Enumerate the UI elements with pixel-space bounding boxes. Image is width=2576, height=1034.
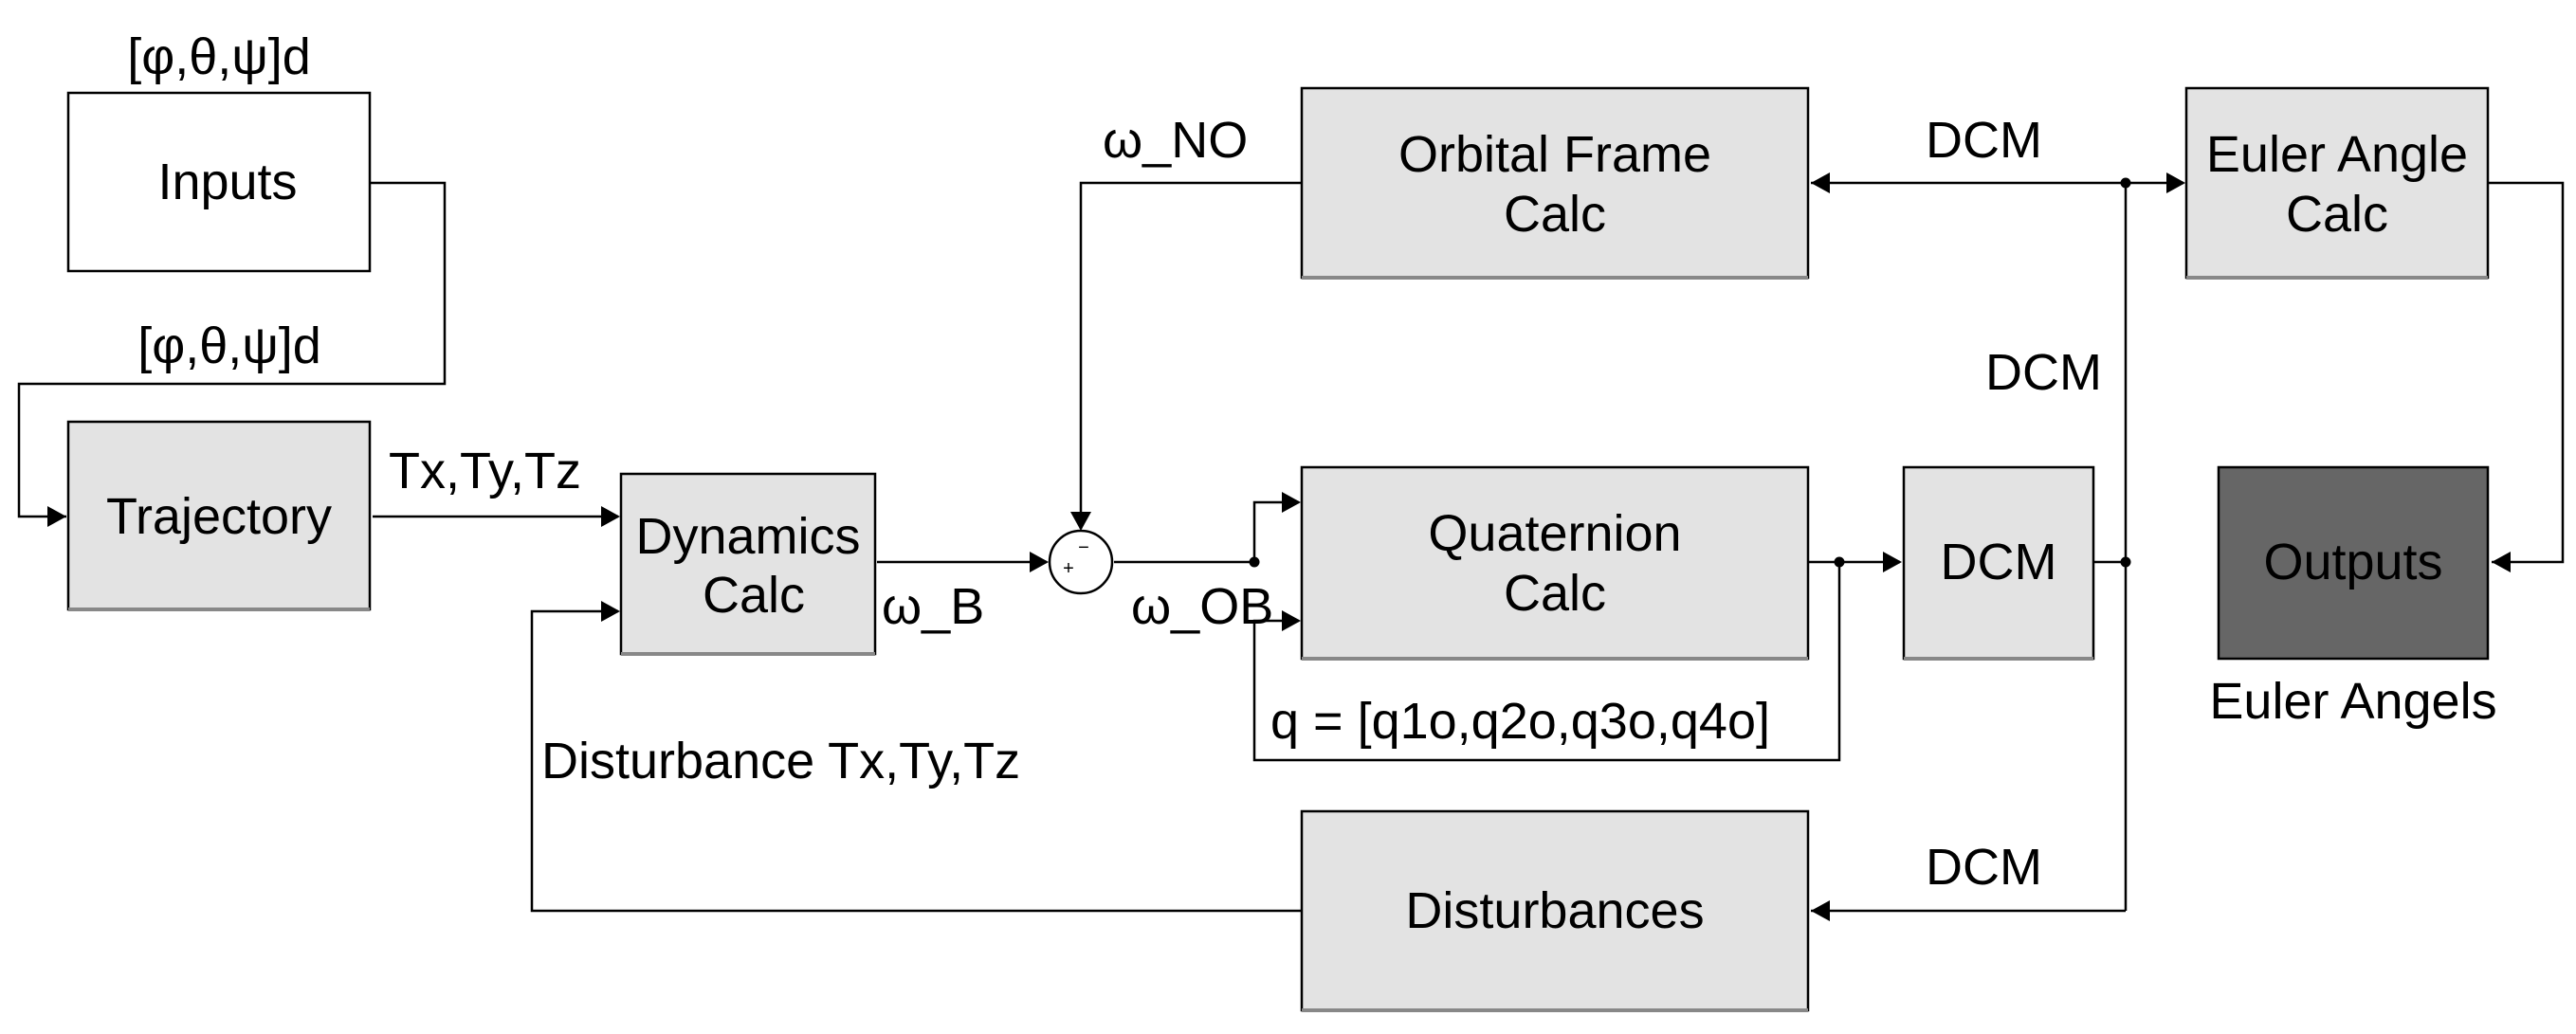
label-dcm-bottom: DCM [1926, 839, 2042, 896]
arrow-into-quaternion-top [1282, 492, 1301, 513]
block-outputs: Outputs [2217, 465, 2490, 661]
label-omega-b: ω_B [882, 578, 984, 635]
block-dynamics-label-line1: Dynamics [635, 508, 860, 565]
block-euler-label-line1: Euler Angle [2206, 126, 2468, 183]
label-dcm-top: DCM [1926, 112, 2042, 169]
junction-dcm-top [2120, 177, 2131, 189]
arrow-into-outputs [2492, 552, 2511, 572]
block-quaternion-label-line2: Calc [1504, 565, 1606, 622]
arrowheads [47, 172, 2511, 921]
sum-minus-sign: − [1078, 537, 1089, 558]
wire-orbital-to-sum [1079, 181, 1302, 529]
block-dcm: DCM [1902, 465, 2095, 661]
wire-euler-to-outputs [2489, 181, 2565, 564]
junction-dcm-mid [2120, 556, 2131, 568]
label-outputs-caption: Euler Angels [2209, 673, 2496, 730]
block-dcm-label: DCM [1941, 534, 2057, 590]
label-omega-no: ω_NO [1103, 112, 1248, 169]
label-inputs-top: [φ,θ,ψ]d [127, 28, 311, 85]
connections [17, 181, 2565, 913]
label-dcm-vertical: DCM [1985, 344, 2102, 401]
arrow-into-quaternion-bottom [1282, 610, 1301, 631]
label-inputs-out: [φ,θ,ψ]d [137, 317, 321, 374]
wire-sum-to-quaternion [1114, 500, 1299, 564]
sum-plus-sign: + [1063, 558, 1074, 579]
sum-block: + − [1048, 529, 1114, 595]
block-inputs: Inputs [66, 91, 372, 273]
arrow-into-dynamics-bottom [601, 601, 620, 622]
wire-q-feedback [1252, 562, 1841, 762]
label-omega-ob: ω_OB [1131, 578, 1273, 635]
block-dynamics-calc: Dynamics Calc [619, 472, 877, 656]
label-torques: Tx,Ty,Tz [389, 443, 581, 499]
block-trajectory-label: Trajectory [106, 488, 332, 545]
block-euler-angle-calc: Euler Angle Calc [2184, 86, 2490, 280]
arrow-into-dynamics-top [601, 506, 620, 527]
signal-labels: [φ,θ,ψ]d [φ,θ,ψ]d Tx,Ty,Tz ω_NO ω_B ω_OB… [127, 28, 2496, 896]
arrow-into-disturbances [1811, 900, 1830, 921]
block-disturbances-label: Disturbances [1405, 882, 1704, 939]
block-orbital-label-line1: Orbital Frame [1398, 126, 1711, 183]
label-quaternion: q = [q1o,q2o,q3o,q4o] [1270, 693, 1770, 750]
junction-sum-split [1249, 556, 1260, 568]
block-euler-label-line2: Calc [2286, 186, 2388, 243]
block-trajectory: Trajectory [66, 420, 372, 611]
block-disturbances: Disturbances [1300, 809, 1810, 1012]
arrow-into-euler [2166, 172, 2185, 193]
block-outputs-label: Outputs [2263, 534, 2442, 590]
arrow-into-sum-top [1070, 512, 1091, 531]
block-quaternion-calc: Quaternion Calc [1300, 465, 1810, 661]
wire-disturbances-to-dynamics [530, 609, 1302, 913]
arrow-into-sum-left [1030, 552, 1049, 572]
label-disturbance-torques: Disturbance Tx,Ty,Tz [541, 733, 1020, 789]
block-dynamics-label-line2: Calc [703, 567, 805, 624]
wire-inputs-to-trajectory [17, 181, 447, 518]
block-orbital-frame-calc: Orbital Frame Calc [1300, 86, 1810, 280]
arrow-into-orbital [1811, 172, 1830, 193]
block-orbital-label-line2: Calc [1504, 186, 1606, 243]
arrow-into-dcm [1883, 552, 1902, 572]
block-inputs-label: Inputs [157, 154, 297, 210]
block-quaternion-label-line1: Quaternion [1428, 505, 1681, 562]
junction-q-split [1834, 556, 1845, 568]
arrow-into-trajectory [47, 506, 66, 527]
junctions [1249, 177, 2131, 568]
